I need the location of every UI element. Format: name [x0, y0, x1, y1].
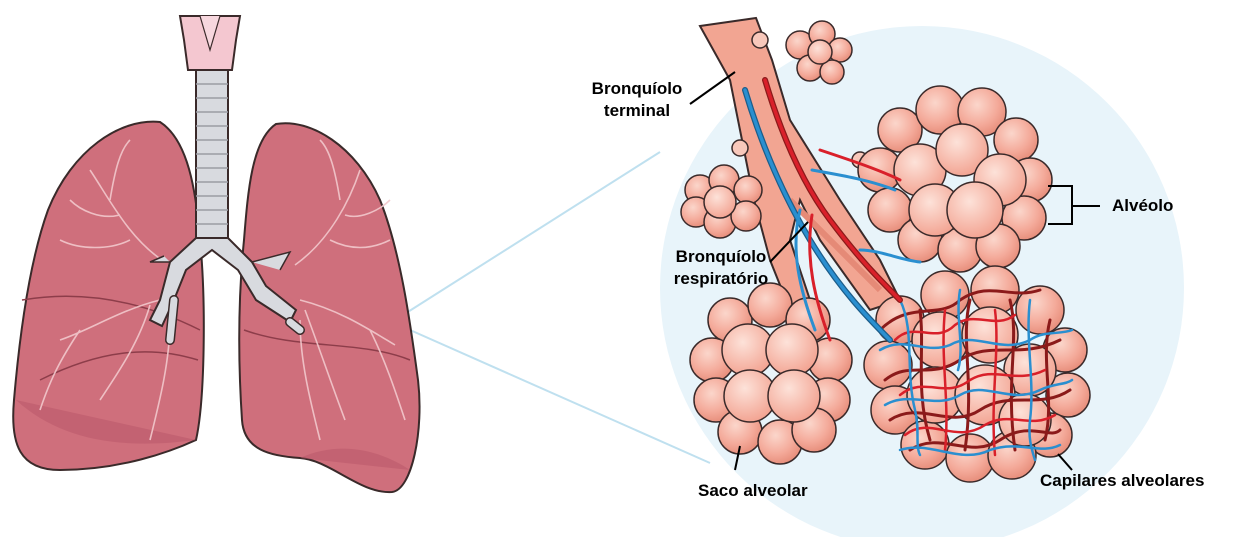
label-alveolo: Alvéolo: [1112, 195, 1173, 217]
trachea: [196, 70, 228, 240]
label-saco-alveolar: Saco alveolar: [698, 480, 808, 502]
lungs-illustration: [13, 16, 419, 492]
label-bronquiolo-terminal: Bronquíolo terminal: [582, 78, 692, 122]
alveolar-cluster-left: [681, 165, 762, 238]
label-bronquiolo-respiratorio: Bronquíolo respiratório: [662, 246, 780, 290]
label-capilares-alveolares: Capilares alveolares: [1040, 470, 1204, 492]
